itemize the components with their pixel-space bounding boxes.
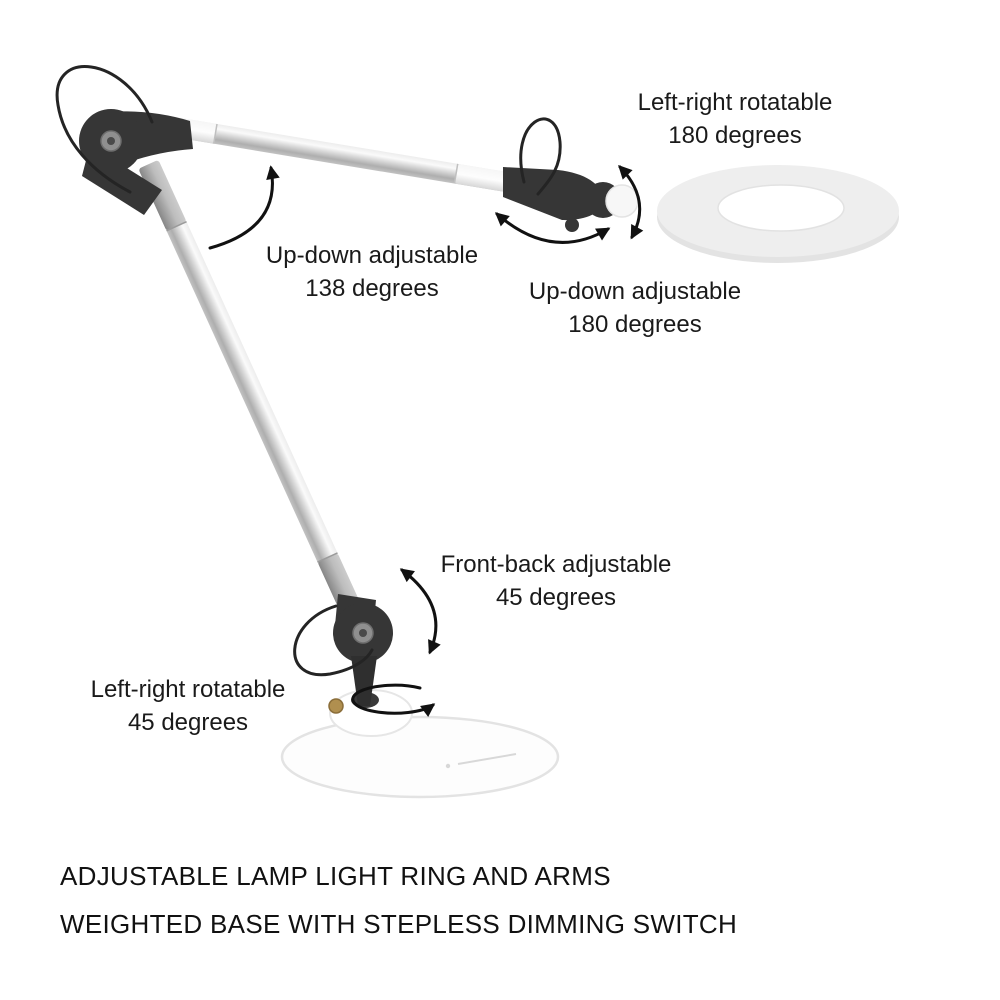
- label-head-updown-line2: 180 degrees: [568, 311, 702, 338]
- label-head-rotate: Left-right rotatable 180 degrees: [638, 86, 833, 152]
- elbow-joint: [293, 594, 393, 714]
- label-arm-updown-line2: 138 degrees: [305, 275, 439, 302]
- label-arm-updown-line1: Up-down adjustable: [265, 242, 479, 269]
- label-elbow-frontback: Front-back adjustable 45 degrees: [441, 548, 672, 614]
- head-bulb-socket: [605, 184, 639, 218]
- label-elbow-frontback-line2: 45 degrees: [495, 584, 617, 611]
- feature-line1: ADJUSTABLE LAMP LIGHT RING AND ARMS: [60, 861, 611, 891]
- ring-light: [657, 165, 899, 263]
- head-knob: [565, 218, 579, 232]
- cable-loop-elbow: [293, 604, 374, 677]
- lamp-arm-upper: [162, 115, 509, 192]
- arrow-head-rotate: [618, 165, 644, 240]
- shoulder-joint: [55, 65, 193, 215]
- cable-loop-head: [519, 117, 562, 196]
- dimming-switch-slider: [457, 753, 517, 765]
- label-arm-updown: Up-down adjustable 138 degrees: [266, 239, 478, 305]
- label-base-rotate: Left-right rotatable 45 degrees: [91, 673, 286, 739]
- label-head-rotate-line1: Left-right rotatable: [637, 89, 833, 116]
- feature-text: ADJUSTABLE LAMP LIGHT RING AND ARMS WEIG…: [60, 852, 737, 948]
- head-joint: [503, 117, 639, 232]
- arrow-base-rotate: [351, 683, 436, 718]
- label-base-rotate-line1: Left-right rotatable: [90, 676, 286, 703]
- label-head-updown: Up-down adjustable 180 degrees: [529, 275, 741, 341]
- label-base-rotate-line2: 45 degrees: [127, 709, 249, 736]
- arrow-elbow-frontback: [399, 568, 441, 655]
- feature-line2: WEIGHTED BASE WITH STEPLESS DIMMING SWIT…: [60, 909, 738, 939]
- arrow-head-updown: [494, 212, 611, 244]
- lamp-arm-lower: [139, 160, 370, 633]
- lamp-base: [280, 689, 560, 799]
- rotation-arrows: [208, 165, 644, 718]
- cable-loop-shoulder: [55, 65, 154, 194]
- brass-thumbscrew: [328, 698, 344, 714]
- label-head-rotate-line2: 180 degrees: [668, 122, 802, 149]
- arrow-arm-updown: [208, 165, 280, 250]
- label-elbow-frontback-line1: Front-back adjustable: [440, 551, 672, 578]
- label-head-updown-line1: Up-down adjustable: [528, 278, 742, 305]
